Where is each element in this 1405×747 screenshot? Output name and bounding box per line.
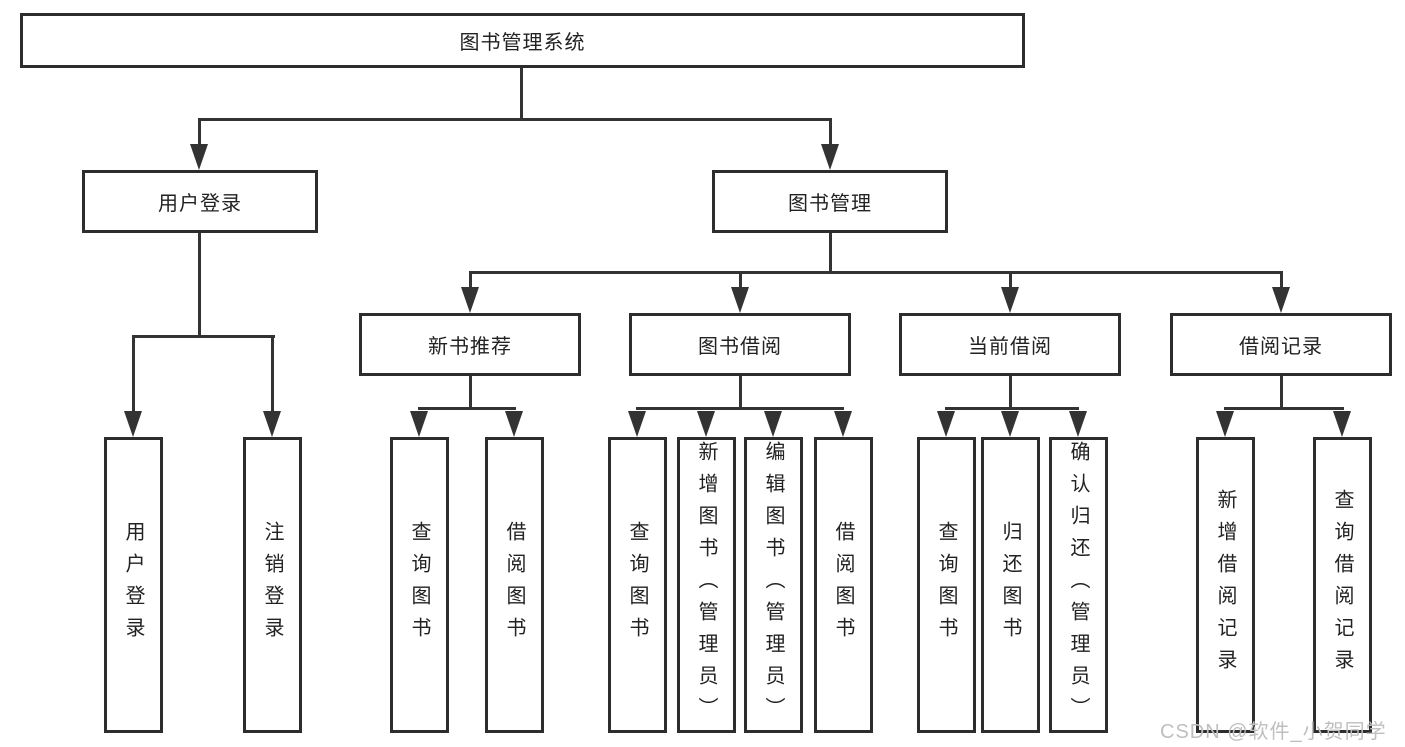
arrowhead-icon — [1001, 411, 1019, 437]
arrowhead-icon — [821, 144, 839, 170]
node-borrow-records: 借阅记录 — [1170, 313, 1392, 376]
node-user-login: 用户登录 — [82, 170, 318, 233]
connector-borrowrecords-stem — [1280, 376, 1283, 407]
arrowhead-icon — [1333, 411, 1351, 437]
leaf-query-books-1: 查询图书 — [390, 437, 449, 733]
node-book-borrow: 图书借阅 — [629, 313, 851, 376]
connector-userlogin-drop-2 — [271, 335, 274, 413]
connector-bookmgmt-stem — [829, 233, 832, 271]
connector-userlogin-crossbar — [132, 335, 275, 338]
arrowhead-icon — [124, 411, 142, 437]
arrowhead-icon — [1216, 411, 1234, 437]
leaf-query-books-2: 查询图书 — [608, 437, 667, 733]
arrowhead-icon — [697, 411, 715, 437]
leaf-add-book-admin: 新增图书（管理员） — [677, 437, 736, 733]
arrowhead-icon — [461, 287, 479, 313]
connector-bookborrow-crossbar — [636, 407, 844, 410]
arrowhead-icon — [1272, 287, 1290, 313]
connector-bookmgmt-drop-2 — [739, 271, 742, 289]
leaf-borrow-books-1: 借阅图书 — [485, 437, 544, 733]
arrowhead-icon — [937, 411, 955, 437]
leaf-edit-book-admin: 编辑图书（管理员） — [744, 437, 803, 733]
leaf-confirm-return-admin: 确认归还（管理员） — [1049, 437, 1108, 733]
connector-bookmgmt-drop-1 — [469, 271, 472, 289]
connector-userlogin-drop-1 — [132, 335, 135, 413]
node-book-management: 图书管理 — [712, 170, 948, 233]
connector-newbook-crossbar — [418, 407, 516, 410]
arrowhead-icon — [764, 411, 782, 437]
node-root: 图书管理系统 — [20, 13, 1025, 68]
connector-root-crossbar — [198, 118, 832, 121]
connector-bookmgmt-crossbar — [469, 271, 1283, 274]
connector-currentborrow-stem — [1009, 376, 1012, 407]
connector-bookborrow-stem — [739, 376, 742, 407]
arrowhead-icon — [505, 411, 523, 437]
connector-root-drop-left — [198, 118, 201, 146]
leaf-add-borrow-record: 新增借阅记录 — [1196, 437, 1255, 733]
arrowhead-icon — [190, 144, 208, 170]
arrowhead-icon — [834, 411, 852, 437]
arrowhead-icon — [1069, 411, 1087, 437]
connector-bookmgmt-drop-3 — [1009, 271, 1012, 289]
arrowhead-icon — [263, 411, 281, 437]
connector-currentborrow-crossbar — [945, 407, 1079, 410]
arrowhead-icon — [628, 411, 646, 437]
csdn-watermark: CSDN @软件_小贺同学 — [1160, 721, 1387, 743]
leaf-user-login: 用户登录 — [104, 437, 163, 733]
leaf-borrow-books-2: 借阅图书 — [814, 437, 873, 733]
connector-bookmgmt-drop-4 — [1280, 271, 1283, 289]
node-current-borrow: 当前借阅 — [899, 313, 1121, 376]
arrowhead-icon — [410, 411, 428, 437]
connector-root-drop-right — [829, 118, 832, 146]
node-new-book-recommend: 新书推荐 — [359, 313, 581, 376]
connector-root-stem — [520, 68, 523, 118]
connector-borrowrecords-crossbar — [1224, 407, 1344, 410]
leaf-query-borrow-record: 查询借阅记录 — [1313, 437, 1372, 733]
connector-userlogin-stem — [198, 233, 201, 335]
leaf-logout: 注销登录 — [243, 437, 302, 733]
leaf-query-books-3: 查询图书 — [917, 437, 976, 733]
connector-newbook-stem — [469, 376, 472, 407]
arrowhead-icon — [731, 287, 749, 313]
arrowhead-icon — [1001, 287, 1019, 313]
leaf-return-book: 归还图书 — [981, 437, 1040, 733]
